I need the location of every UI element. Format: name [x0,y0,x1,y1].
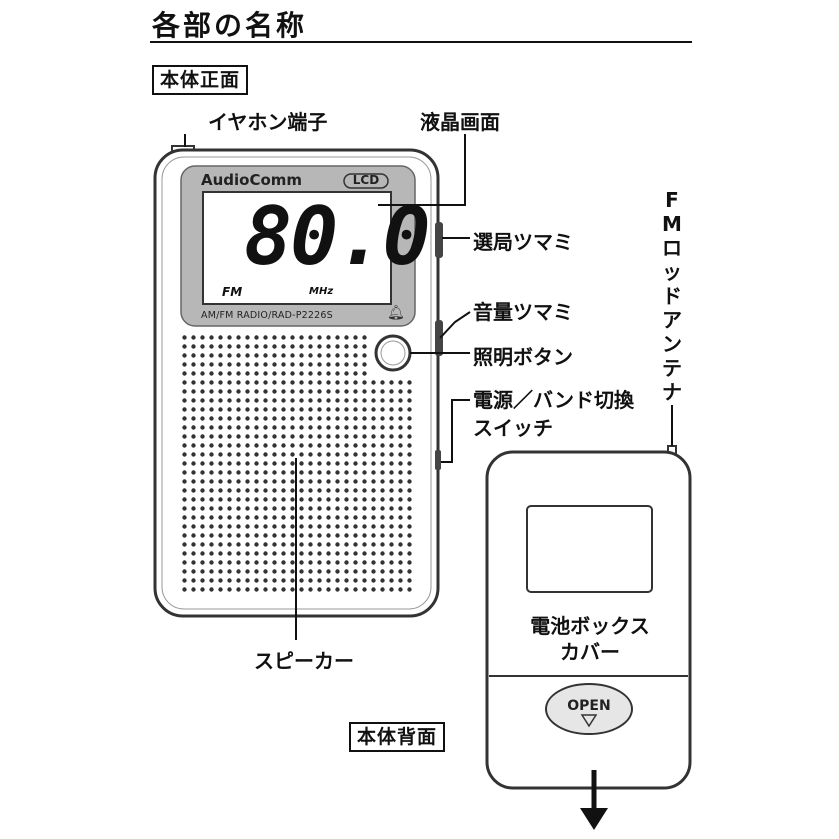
open-arrow-icon [580,714,598,728]
slide-down-arrow-icon [580,808,608,830]
lcd-band: FM [222,285,243,299]
model-text: AM/FM RADIO/RAD-P2226S [201,310,333,321]
antenna-char: ロ [662,236,682,260]
brand-logo-text: AudioComm [201,171,303,189]
label-speaker: スピーカー [254,649,354,673]
page-title: 各部の名称 [152,9,308,42]
antenna-char: ナ [662,380,682,404]
antenna-char: ン [662,332,682,356]
label-light-button: 照明ボタン [473,345,573,369]
back-window [526,505,653,593]
back-view-label: 本体背面 [349,722,446,752]
label-battery-cover-1: 電池ボックス [530,614,650,638]
label-power-switch-1: 電源／バンド切換 [473,388,634,412]
label-earphone-jack: イヤホン端子 [208,110,328,134]
lcd-tag: LCD [352,173,380,187]
leader-lines [184,134,673,640]
label-tuning-knob: 選局ツマミ [473,230,573,254]
antenna-char: テ [662,356,682,380]
light-button-top-ring [380,340,406,366]
lcd-unit: MHz [309,286,334,297]
label-lcd-screen: 液晶画面 [420,110,500,134]
bell-icon: 🔔︎ [387,305,405,321]
lcd-tag-outline [343,173,389,189]
label-battery-cover-2: カバー [560,640,620,664]
front-view-label: 本体正面 [152,65,249,95]
label-power-switch-2: スイッチ [473,416,553,440]
power-band-switch [435,450,441,470]
title-underline [150,41,692,43]
open-label: OPEN [567,698,611,714]
tuning-knob [435,222,443,258]
antenna-char: ド [662,284,682,308]
antenna-char: ッ [662,260,682,284]
antenna-char: F [665,188,679,212]
volume-knob [435,320,443,356]
antenna-char: M [662,212,682,236]
lcd-screen [202,191,392,305]
antenna-char: ア [662,308,682,332]
label-fm-rod-antenna: F M ロ ッ ド ア ン テ ナ [660,188,684,404]
label-volume-knob: 音量ツマミ [473,300,573,324]
open-tab [545,683,633,735]
lcd-frequency: 80.0 [244,190,431,283]
